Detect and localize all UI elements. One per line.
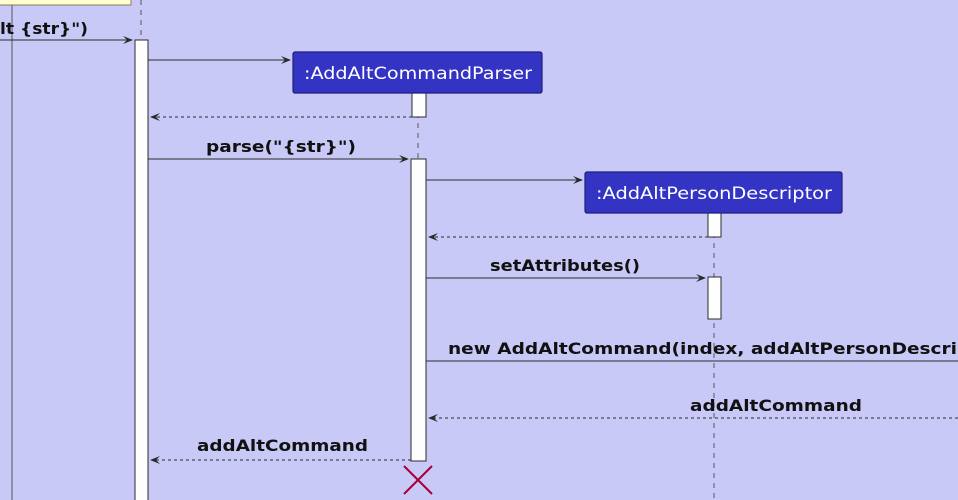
message-set-attributes-label: setAttributes() xyxy=(490,256,640,275)
message-return-command-upper: addAltCommand xyxy=(428,396,958,422)
message-new-command: new AddAltCommand(index, addAltPersonDes… xyxy=(426,339,958,362)
message-create-descriptor xyxy=(426,176,583,184)
message-return-parser-created xyxy=(150,113,412,121)
arrowhead xyxy=(150,113,160,121)
message-return-command-upper-label: addAltCommand xyxy=(690,396,862,415)
activation-caller xyxy=(134,39,149,500)
message-incoming-label: lt {str}") xyxy=(0,19,88,38)
activation-parser-2 xyxy=(410,158,427,462)
arrowhead xyxy=(428,414,438,422)
message-incoming: lt {str}") xyxy=(0,19,133,44)
arrowhead xyxy=(150,456,160,464)
participant-parser-label: :AddAltCommandParser xyxy=(304,64,532,84)
message-create-parser xyxy=(148,56,291,64)
message-new-command-label: new AddAltCommand(index, addAltPersonDes… xyxy=(448,339,957,358)
participant-parser-box xyxy=(292,51,543,94)
arrowhead xyxy=(573,176,583,184)
message-set-attributes: setAttributes() xyxy=(426,256,706,282)
destroy-marker-stroke-2 xyxy=(403,465,433,495)
message-parse: parse("{str}") xyxy=(148,137,409,163)
arrowhead xyxy=(696,274,706,282)
message-return-command-lower-label: addAltCommand xyxy=(197,436,368,455)
activation-descriptor-1 xyxy=(707,212,722,238)
arrowhead xyxy=(123,36,133,44)
activation-descriptor-2 xyxy=(707,276,722,320)
note-box xyxy=(0,0,132,6)
message-return-descriptor-created xyxy=(428,233,708,241)
arrowhead xyxy=(399,155,409,163)
participant-descriptor-label: :AddAltPersonDescriptor xyxy=(596,184,832,204)
participant-parser: :AddAltCommandParser xyxy=(292,51,543,94)
participant-descriptor: :AddAltPersonDescriptor xyxy=(584,171,843,214)
arrowhead xyxy=(281,56,291,64)
arrowhead xyxy=(428,233,438,241)
message-return-command-lower: addAltCommand xyxy=(150,436,411,464)
x-icon xyxy=(403,465,433,495)
activation-parser-1 xyxy=(411,92,427,118)
message-parse-label: parse("{str}") xyxy=(206,137,356,156)
participant-descriptor-box xyxy=(584,171,843,214)
